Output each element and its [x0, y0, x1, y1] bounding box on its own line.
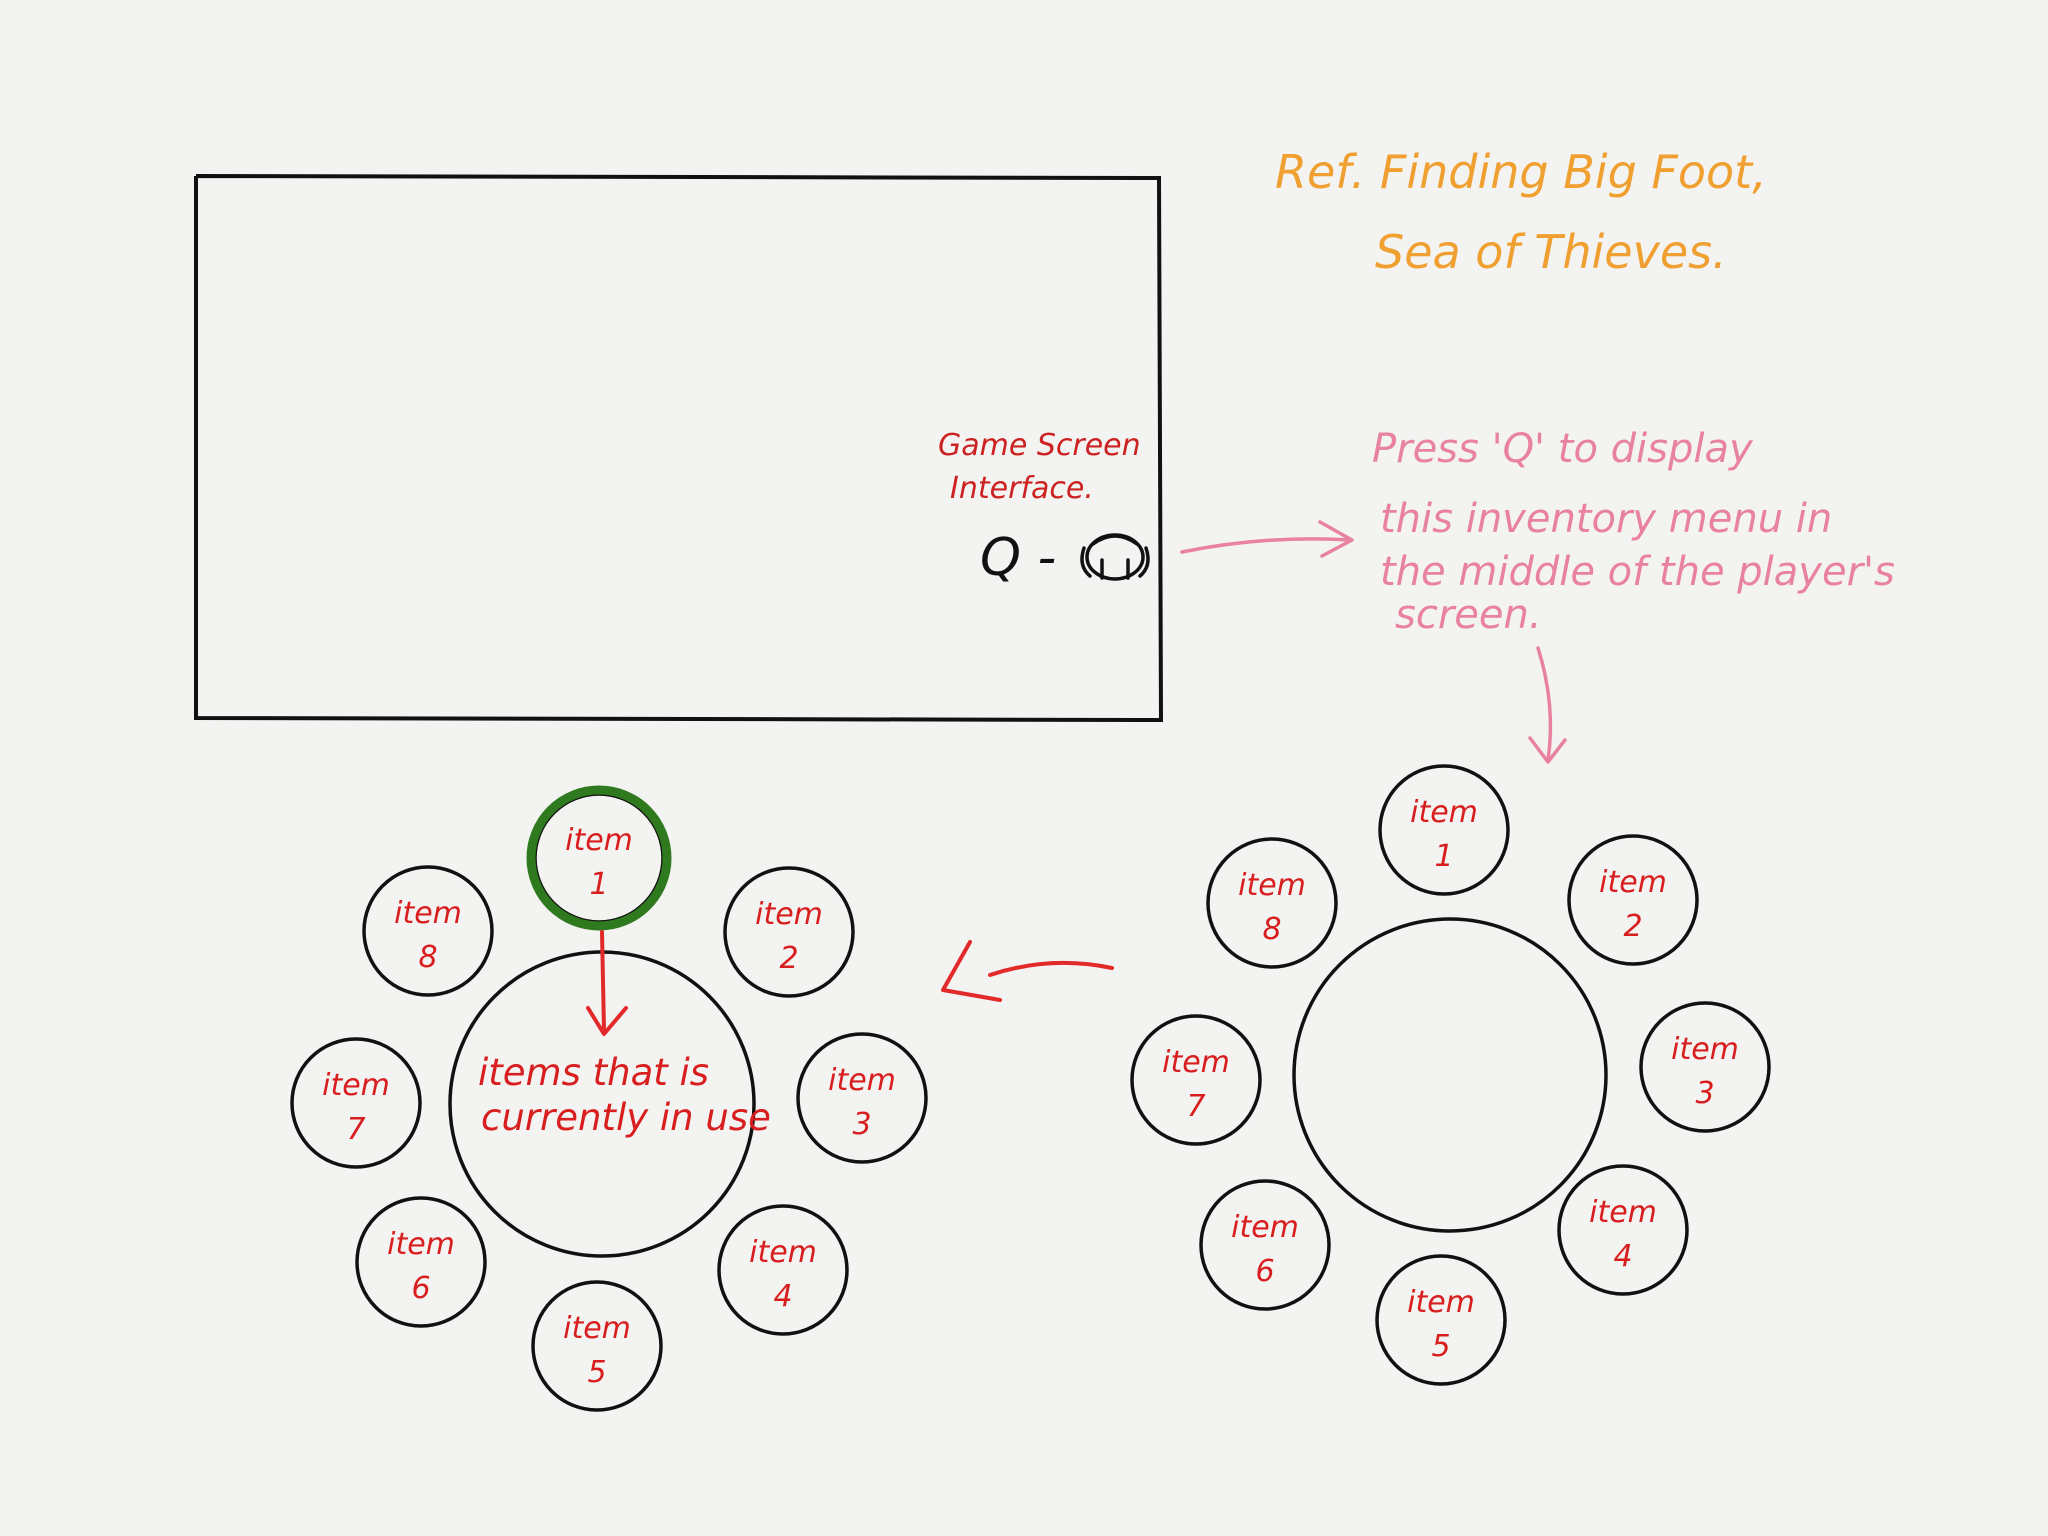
item-slot-circle — [796, 1032, 928, 1164]
item-slot-label: item — [1599, 865, 1667, 900]
item-slot-circle — [290, 1037, 422, 1169]
item-slot-8[interactable]: item 8 — [1206, 837, 1338, 969]
item-slot-number: 2 — [779, 941, 798, 976]
game-screen-frame — [194, 174, 1164, 723]
item-slot-label: item — [1231, 1210, 1299, 1245]
inventory-wheel-selected: item 1 item 2 item 3 item 4 item 5 item 6 item 7 item 8… — [290, 785, 928, 1412]
item-slot-circle — [355, 1196, 487, 1328]
item-slot-circle — [723, 866, 855, 998]
item-slot-label: item — [394, 896, 462, 931]
item-slot-number: 3 — [1695, 1076, 1714, 1111]
reference-line-2: Sea of Thieves. — [1375, 225, 1727, 279]
item-slot-circle — [533, 792, 665, 924]
reference-note: Ref. Finding Big Foot, Sea of Thieves. — [1275, 145, 1767, 279]
item-slot-number: 6 — [1255, 1254, 1274, 1289]
item-slot-1[interactable]: item 1 — [1378, 764, 1510, 896]
pink-arrow-right — [1180, 520, 1354, 558]
reference-line-1: Ref. Finding Big Foot, — [1275, 145, 1767, 199]
instruction-line-3: the middle of the player's — [1380, 549, 1895, 595]
red-arrow-left — [941, 940, 1114, 1002]
item-slot-number: 8 — [418, 940, 437, 975]
item-slot-1[interactable]: item 1 — [526, 785, 672, 931]
item-slot-number: 1 — [1434, 839, 1453, 874]
item-slot-number: 5 — [587, 1355, 606, 1390]
game-screen-label-line-2: Interface. — [950, 471, 1094, 506]
item-slot-circle — [1557, 1164, 1689, 1296]
item-slot-circle — [531, 1280, 663, 1412]
item-slot-number: 8 — [1262, 912, 1281, 947]
item-slot-number: 4 — [1613, 1239, 1632, 1274]
item-slot-label: item — [1410, 795, 1478, 830]
center-text-line-2: currently in use — [481, 1096, 771, 1139]
item-slot-5[interactable]: item 5 — [1375, 1254, 1507, 1386]
item-slot-3[interactable]: item 3 — [796, 1032, 928, 1164]
item-slot-number: 2 — [1623, 909, 1642, 944]
item-slot-label: item — [1238, 868, 1306, 903]
item-slot-number: 6 — [411, 1271, 430, 1306]
instruction-note: Press 'Q' to display this inventory menu… — [1372, 426, 1895, 638]
item-slot-circle — [717, 1204, 849, 1336]
item-slot-circle — [1378, 764, 1510, 896]
item-slot-circle — [1206, 837, 1338, 969]
item-slot-circle — [1130, 1014, 1262, 1146]
item-slot-label: item — [387, 1227, 455, 1262]
item-slot-number: 3 — [852, 1107, 871, 1142]
item-slot-label: item — [1589, 1195, 1657, 1230]
item-slot-number: 4 — [773, 1279, 792, 1314]
item-slot-label: item — [322, 1068, 390, 1103]
selection-arrow — [600, 930, 606, 1032]
instruction-line-2: this inventory menu in — [1380, 496, 1832, 542]
item-slot-label: item — [565, 823, 633, 858]
item-slot-6[interactable]: item 6 — [355, 1196, 487, 1328]
item-slot-number: 7 — [1186, 1089, 1205, 1124]
hotkey-label: Q - — [980, 528, 1056, 588]
item-slot-circle — [362, 865, 494, 997]
item-slot-2[interactable]: item 2 — [723, 866, 855, 998]
item-slot-7[interactable]: item 7 — [290, 1037, 422, 1169]
game-screen-label-line-1: Game Screen — [938, 428, 1141, 463]
item-slot-circle — [1375, 1254, 1507, 1386]
pink-arrow-down — [1528, 646, 1567, 764]
item-slot-label: item — [755, 897, 823, 932]
item-slot-4[interactable]: item 4 — [1557, 1164, 1689, 1296]
item-slot-7[interactable]: item 7 — [1130, 1014, 1262, 1146]
item-slot-number: 5 — [1431, 1329, 1450, 1364]
game-screen: Game Screen Interface. Q - — [194, 174, 1164, 723]
item-slot-circle — [1199, 1179, 1331, 1311]
item-slot-label: item — [1407, 1285, 1475, 1320]
item-slot-label: item — [749, 1235, 817, 1270]
item-slot-3[interactable]: item 3 — [1639, 1001, 1771, 1133]
center-text-line-1: items that is — [478, 1051, 709, 1094]
item-slot-circle — [1639, 1001, 1771, 1133]
inventory-wheel-default: item 1 item 2 item 3 item 4 item 5 item 6 item 7 item 8 — [1130, 764, 1771, 1386]
item-slot-number: 7 — [346, 1112, 365, 1147]
item-slot-label: item — [1162, 1045, 1230, 1080]
instruction-line-4: screen. — [1395, 592, 1542, 638]
selection-arrow-head — [586, 1006, 628, 1036]
item-slot-4[interactable]: item 4 — [717, 1204, 849, 1336]
item-slot-2[interactable]: item 2 — [1567, 834, 1699, 966]
wheel-center-empty — [1292, 917, 1608, 1233]
item-slot-label: item — [828, 1063, 896, 1098]
item-slot-label: item — [1671, 1032, 1739, 1067]
item-slot-5[interactable]: item 5 — [531, 1280, 663, 1412]
bag-icon[interactable] — [1080, 533, 1150, 581]
item-slot-circle — [1567, 834, 1699, 966]
item-slot-8[interactable]: item 8 — [362, 865, 494, 997]
item-slot-6[interactable]: item 6 — [1199, 1179, 1331, 1311]
item-slot-label: item — [563, 1311, 631, 1346]
item-slot-number: 1 — [589, 867, 608, 902]
selected-item-ring — [526, 785, 672, 931]
instruction-line-1: Press 'Q' to display — [1372, 426, 1754, 472]
